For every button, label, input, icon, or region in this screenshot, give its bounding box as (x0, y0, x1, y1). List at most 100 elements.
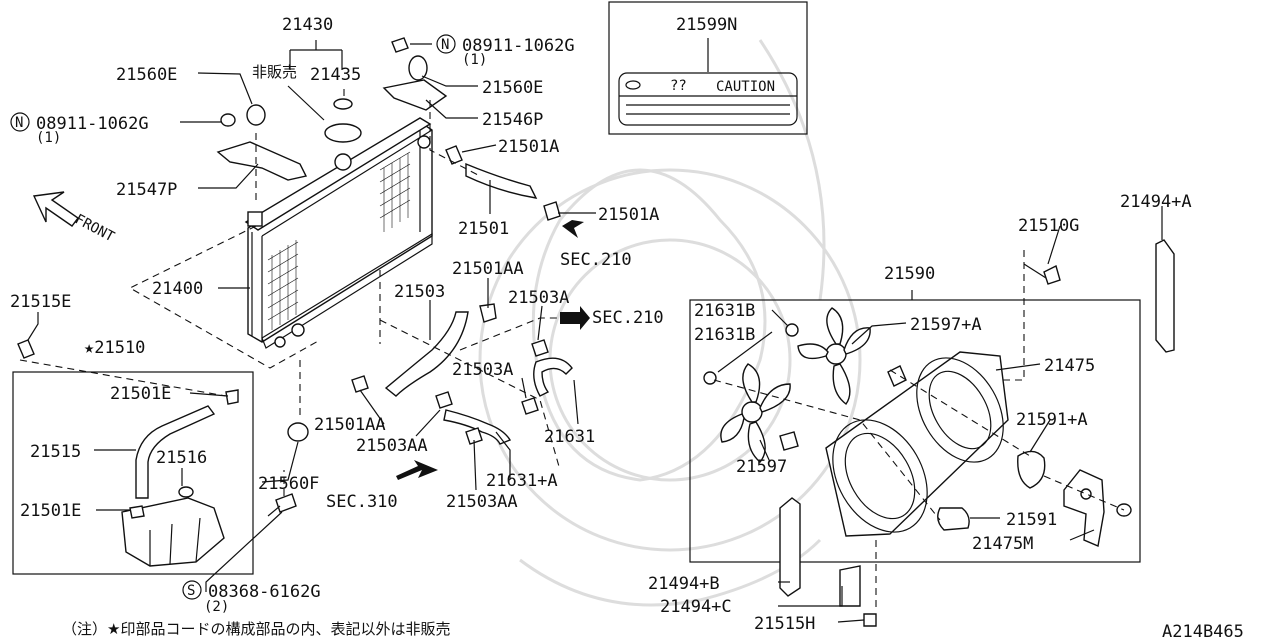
radiator-cap (324, 123, 362, 143)
front-arrow-icon (32, 191, 79, 227)
radiator-assembly (244, 98, 433, 349)
label-sec210-b: SEC.210 (592, 308, 664, 328)
label-21501aa-bot: 21501AA (314, 415, 386, 435)
label-21503a-top: 21503A (508, 288, 569, 308)
label-21631: 21631 (544, 427, 595, 447)
dashed-reference-lines (19, 84, 1125, 612)
label-21400: 21400 (152, 279, 203, 299)
lower-hose (351, 303, 497, 397)
label-21475: 21475 (1044, 356, 1095, 376)
bolt-21510g (1043, 264, 1061, 285)
label-21515h: 21515H (754, 614, 815, 634)
seal-21494b (779, 497, 801, 597)
reservoir-tank-inset (12, 339, 254, 575)
upper-mount-bracket-left (216, 104, 308, 181)
caution-mark: ?? (670, 78, 687, 94)
label-21560e-top: 21560E (482, 78, 543, 98)
label-21599n: 21599N (676, 15, 737, 35)
s-mark: S (187, 583, 195, 599)
label-21591a: 21591+A (1016, 410, 1088, 430)
label-21503: 21503 (394, 282, 445, 302)
part-labels: 21430 非販売 21435 21560E N 08911-1062G (1)… (10, 15, 1192, 634)
n-mark-top: N (441, 37, 449, 53)
reservoir-tank (121, 497, 225, 567)
diagram-id: A214B465 (1162, 622, 1244, 639)
seal-21494c (839, 565, 861, 607)
caution-box (608, 1, 808, 135)
label-21501a-mid: 21501A (598, 205, 659, 225)
label-08911-left-qty: (1) (36, 130, 61, 146)
label-21597a: 21597+A (910, 315, 982, 335)
arrow-sec210-b (560, 306, 590, 330)
label-21590: 21590 (884, 264, 935, 284)
label-21516: 21516 (156, 448, 207, 468)
label-21501a-top: 21501A (498, 137, 559, 157)
label-sec310: SEC.310 (326, 492, 398, 512)
label-21591: 21591 (1006, 510, 1057, 530)
upper-hose (445, 145, 561, 221)
label-21560e-left: 21560E (116, 65, 177, 85)
label-21510: ★21510 (84, 338, 145, 358)
footnote: （注）★印部品コードの構成部品の内、表記以外は非販売 (62, 620, 450, 638)
s-circle-mark (182, 580, 202, 600)
clip-21515h (863, 613, 877, 627)
label-21631b-2: 21631B (694, 325, 755, 345)
arrow-sec210-a (562, 220, 584, 238)
label-21503aa-bot: 21503AA (446, 492, 518, 512)
label-21631a: 21631+A (486, 471, 558, 491)
leader-lines (27, 40, 1163, 623)
label-21503a-mid: 21503A (452, 360, 513, 380)
caution-sticker (618, 72, 798, 126)
caution-label-group: 21599N ?? CAUTION (608, 1, 808, 135)
label-08368-qty: (2) (204, 599, 229, 615)
label-08911-top: 08911-1062G (462, 36, 575, 56)
label-sec210-a: SEC.210 (560, 250, 632, 270)
n-mark-left: N (15, 115, 23, 131)
label-21547p: 21547P (116, 180, 177, 200)
label-21494a: 21494+A (1120, 192, 1192, 212)
warning-icon (625, 80, 641, 90)
label-21501e-bot: 21501E (20, 501, 81, 521)
nut-top (391, 37, 409, 53)
reservoir-box (12, 371, 254, 575)
label-21560f: 21560F (258, 474, 319, 494)
seal-21494a (1155, 239, 1175, 353)
label-front: FRONT (72, 211, 117, 245)
reservoir-hose-21515 (135, 405, 216, 499)
fan-shroud (825, 351, 1009, 537)
label-21631b-1: 21631B (694, 301, 755, 321)
label-21494c: 21494+C (660, 597, 732, 617)
fan-motor-21591a (1017, 450, 1046, 489)
bolt-08368 (275, 493, 297, 513)
mount-rubber-21560e-top (408, 55, 428, 81)
label-21501e-top: 21501E (110, 384, 171, 404)
arrow-sec310 (396, 460, 438, 480)
label-08911-left: 08911-1062G (36, 114, 149, 134)
label-21494b: 21494+B (648, 574, 720, 594)
caution-text: CAUTION (716, 79, 775, 95)
label-21515: 21515 (30, 442, 81, 462)
label-21597: 21597 (736, 457, 787, 477)
washer-21631b-1 (785, 323, 799, 337)
label-08911-top-qty: (1) (462, 52, 487, 68)
nut-left (220, 113, 236, 127)
right-side-seals (779, 239, 1175, 627)
label-21546p: 21546P (482, 110, 543, 130)
arrows (32, 191, 590, 480)
label-not-for-sale: 非販売 (252, 63, 297, 81)
reservoir-cap-21516 (178, 486, 194, 498)
label-21435: 21435 (310, 65, 361, 85)
fan-shroud-assembly (689, 299, 1141, 563)
label-08368: 08368-6162G (208, 582, 321, 602)
small-hoses (435, 339, 573, 445)
label-21503aa-top: 21503AA (356, 436, 428, 456)
radiator-fins (267, 151, 411, 330)
cap-seal (333, 98, 353, 110)
bracket-21475m (1063, 469, 1105, 547)
clip-21515e (17, 339, 35, 359)
fan-blade-21597a (797, 307, 871, 405)
label-21430: 21430 (282, 15, 333, 35)
label-21510g: 21510G (1018, 216, 1079, 236)
mount-rubber-21560f (287, 422, 309, 442)
